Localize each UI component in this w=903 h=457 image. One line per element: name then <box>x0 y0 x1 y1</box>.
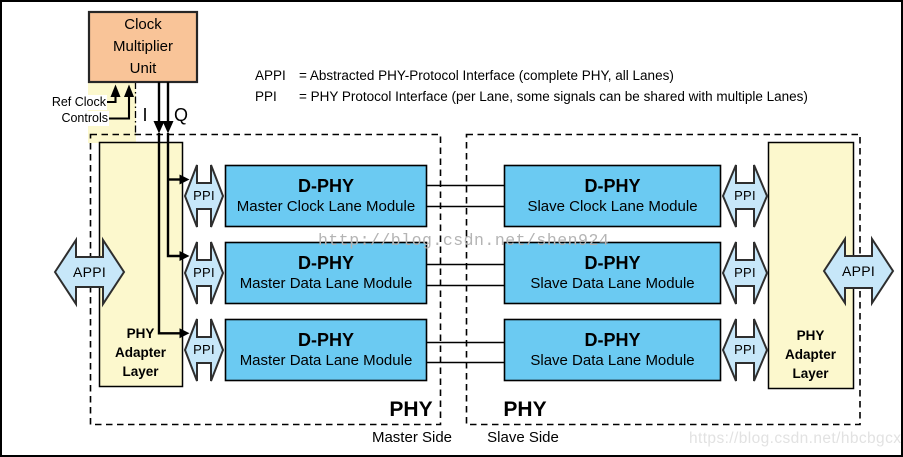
clock-tree-line-mid <box>166 133 181 258</box>
lane-subtitle: Master Data Lane Module <box>239 352 413 369</box>
legend-line-appi: APPI = Abstracted PHY-Protocol Interface … <box>255 65 808 86</box>
lane-title: D-PHY <box>584 330 641 350</box>
ppi-arrow-master-2 <box>183 241 225 305</box>
ppi-label-slave-2: PPI <box>734 265 756 280</box>
clock-tree-line-long <box>157 133 181 335</box>
data-lane2-link-lines <box>426 341 505 364</box>
lane-subtitle: Master Clock Lane Module <box>236 198 416 215</box>
ppi-arrow-master-3 <box>183 318 225 382</box>
master-side-caption: Master Side <box>371 429 453 446</box>
corner-watermark: https://blog.csdn.net/hbcbgcx <box>689 430 902 447</box>
legend-term-ppi: PPI <box>255 89 277 104</box>
lane-title: D-PHY <box>297 253 354 273</box>
legend-text-ppi: = PHY Protocol Interface (per Lane, some… <box>299 89 808 104</box>
clock-lane-link-lines <box>426 184 505 208</box>
clock-multiplier-unit-box <box>87 10 199 84</box>
ppi-arrow-slave-2 <box>721 241 769 305</box>
master-clock-lane-module: D-PHY Master Clock Lane Module <box>225 165 427 227</box>
lane-subtitle: Slave Data Lane Module <box>530 275 695 292</box>
branch-arrowhead-1-icon <box>179 174 190 185</box>
branch-arrowhead-3-icon <box>179 328 190 339</box>
slave-side-caption: Slave Side <box>487 429 559 446</box>
lane-subtitle: Slave Data Lane Module <box>530 352 695 369</box>
data-lane1-link-lines <box>426 263 505 287</box>
controls-arrowhead-icon <box>124 84 134 97</box>
center-watermark: http://blog.csdn.net/shen924 <box>318 231 610 250</box>
legend-text-appi: = Abstracted PHY-Protocol Interface (com… <box>299 68 674 83</box>
branch-arrowhead-2-icon <box>179 251 190 261</box>
q-signal-label: Q <box>173 105 188 125</box>
ppi-arrow-slave-1 <box>721 164 769 228</box>
ppi-label-master-2: PPI <box>193 265 215 280</box>
slave-phy-title: PHY <box>503 398 547 421</box>
slave-data-lane-module-2: D-PHY Slave Data Lane Module <box>504 319 721 381</box>
ppi-label-master-3: PPI <box>193 342 215 357</box>
slave-data-lane-box-2 <box>503 318 722 382</box>
lane-title: D-PHY <box>297 330 354 350</box>
slave-data-lane-box-1 <box>503 241 722 305</box>
master-phy-adapter-label: PHY Adapter Layer <box>114 326 166 379</box>
slave-phy-adapter-label: PHY Adapter Layer <box>784 328 836 381</box>
ref-clock-line <box>104 96 117 104</box>
slave-phy-boundary <box>465 133 861 426</box>
controls-label: Controls <box>40 110 109 126</box>
clock-multiplier-unit-label: Clock Multiplier Unit <box>112 16 173 77</box>
appi-arrow-slave <box>822 235 895 307</box>
lane-subtitle: Slave Clock Lane Module <box>527 198 698 215</box>
appi-label-master: APPI <box>72 264 107 280</box>
ppi-arrow-master-1 <box>183 164 225 228</box>
legend-term-appi: APPI <box>255 68 286 83</box>
ref-clock-arrowhead-icon <box>110 84 121 97</box>
lane-title: D-PHY <box>584 253 641 273</box>
legend-line-ppi: PPI = PHY Protocol Interface (per Lane, s… <box>255 86 808 107</box>
master-data-lane-box-2 <box>224 318 428 382</box>
lane-title: D-PHY <box>297 176 354 196</box>
lane-subtitle: Master Data Lane Module <box>239 275 413 292</box>
slave-clock-lane-box <box>503 164 722 228</box>
q-arrowhead-icon <box>162 121 174 134</box>
master-data-lane-module-2: D-PHY Master Data Lane Module <box>225 319 427 381</box>
master-phy-title: PHY <box>389 398 433 421</box>
ref-clock-label: Ref Clock <box>38 94 107 110</box>
ppi-label-slave-3: PPI <box>734 342 756 357</box>
slave-data-lane-module-1: D-PHY Slave Data Lane Module <box>504 242 721 304</box>
ppi-arrow-slave-3 <box>721 318 769 382</box>
controls-line <box>106 96 131 120</box>
interface-legend: APPI = Abstracted PHY-Protocol Interface … <box>255 65 808 107</box>
master-clock-lane-box <box>224 164 428 228</box>
slave-clock-lane-module: D-PHY Slave Clock Lane Module <box>504 165 721 227</box>
i-signal-label: I <box>142 105 148 125</box>
appi-label-slave: APPI <box>841 263 876 279</box>
iq-clock-lines <box>157 82 170 122</box>
master-data-lane-module-1: D-PHY Master Data Lane Module <box>225 242 427 304</box>
lane-title: D-PHY <box>584 176 641 196</box>
i-arrowhead-icon <box>153 121 165 134</box>
ppi-label-slave-1: PPI <box>734 188 756 203</box>
ppi-label-master-1: PPI <box>193 188 215 203</box>
master-data-lane-box-1 <box>224 241 428 305</box>
appi-arrow-master <box>53 236 126 308</box>
